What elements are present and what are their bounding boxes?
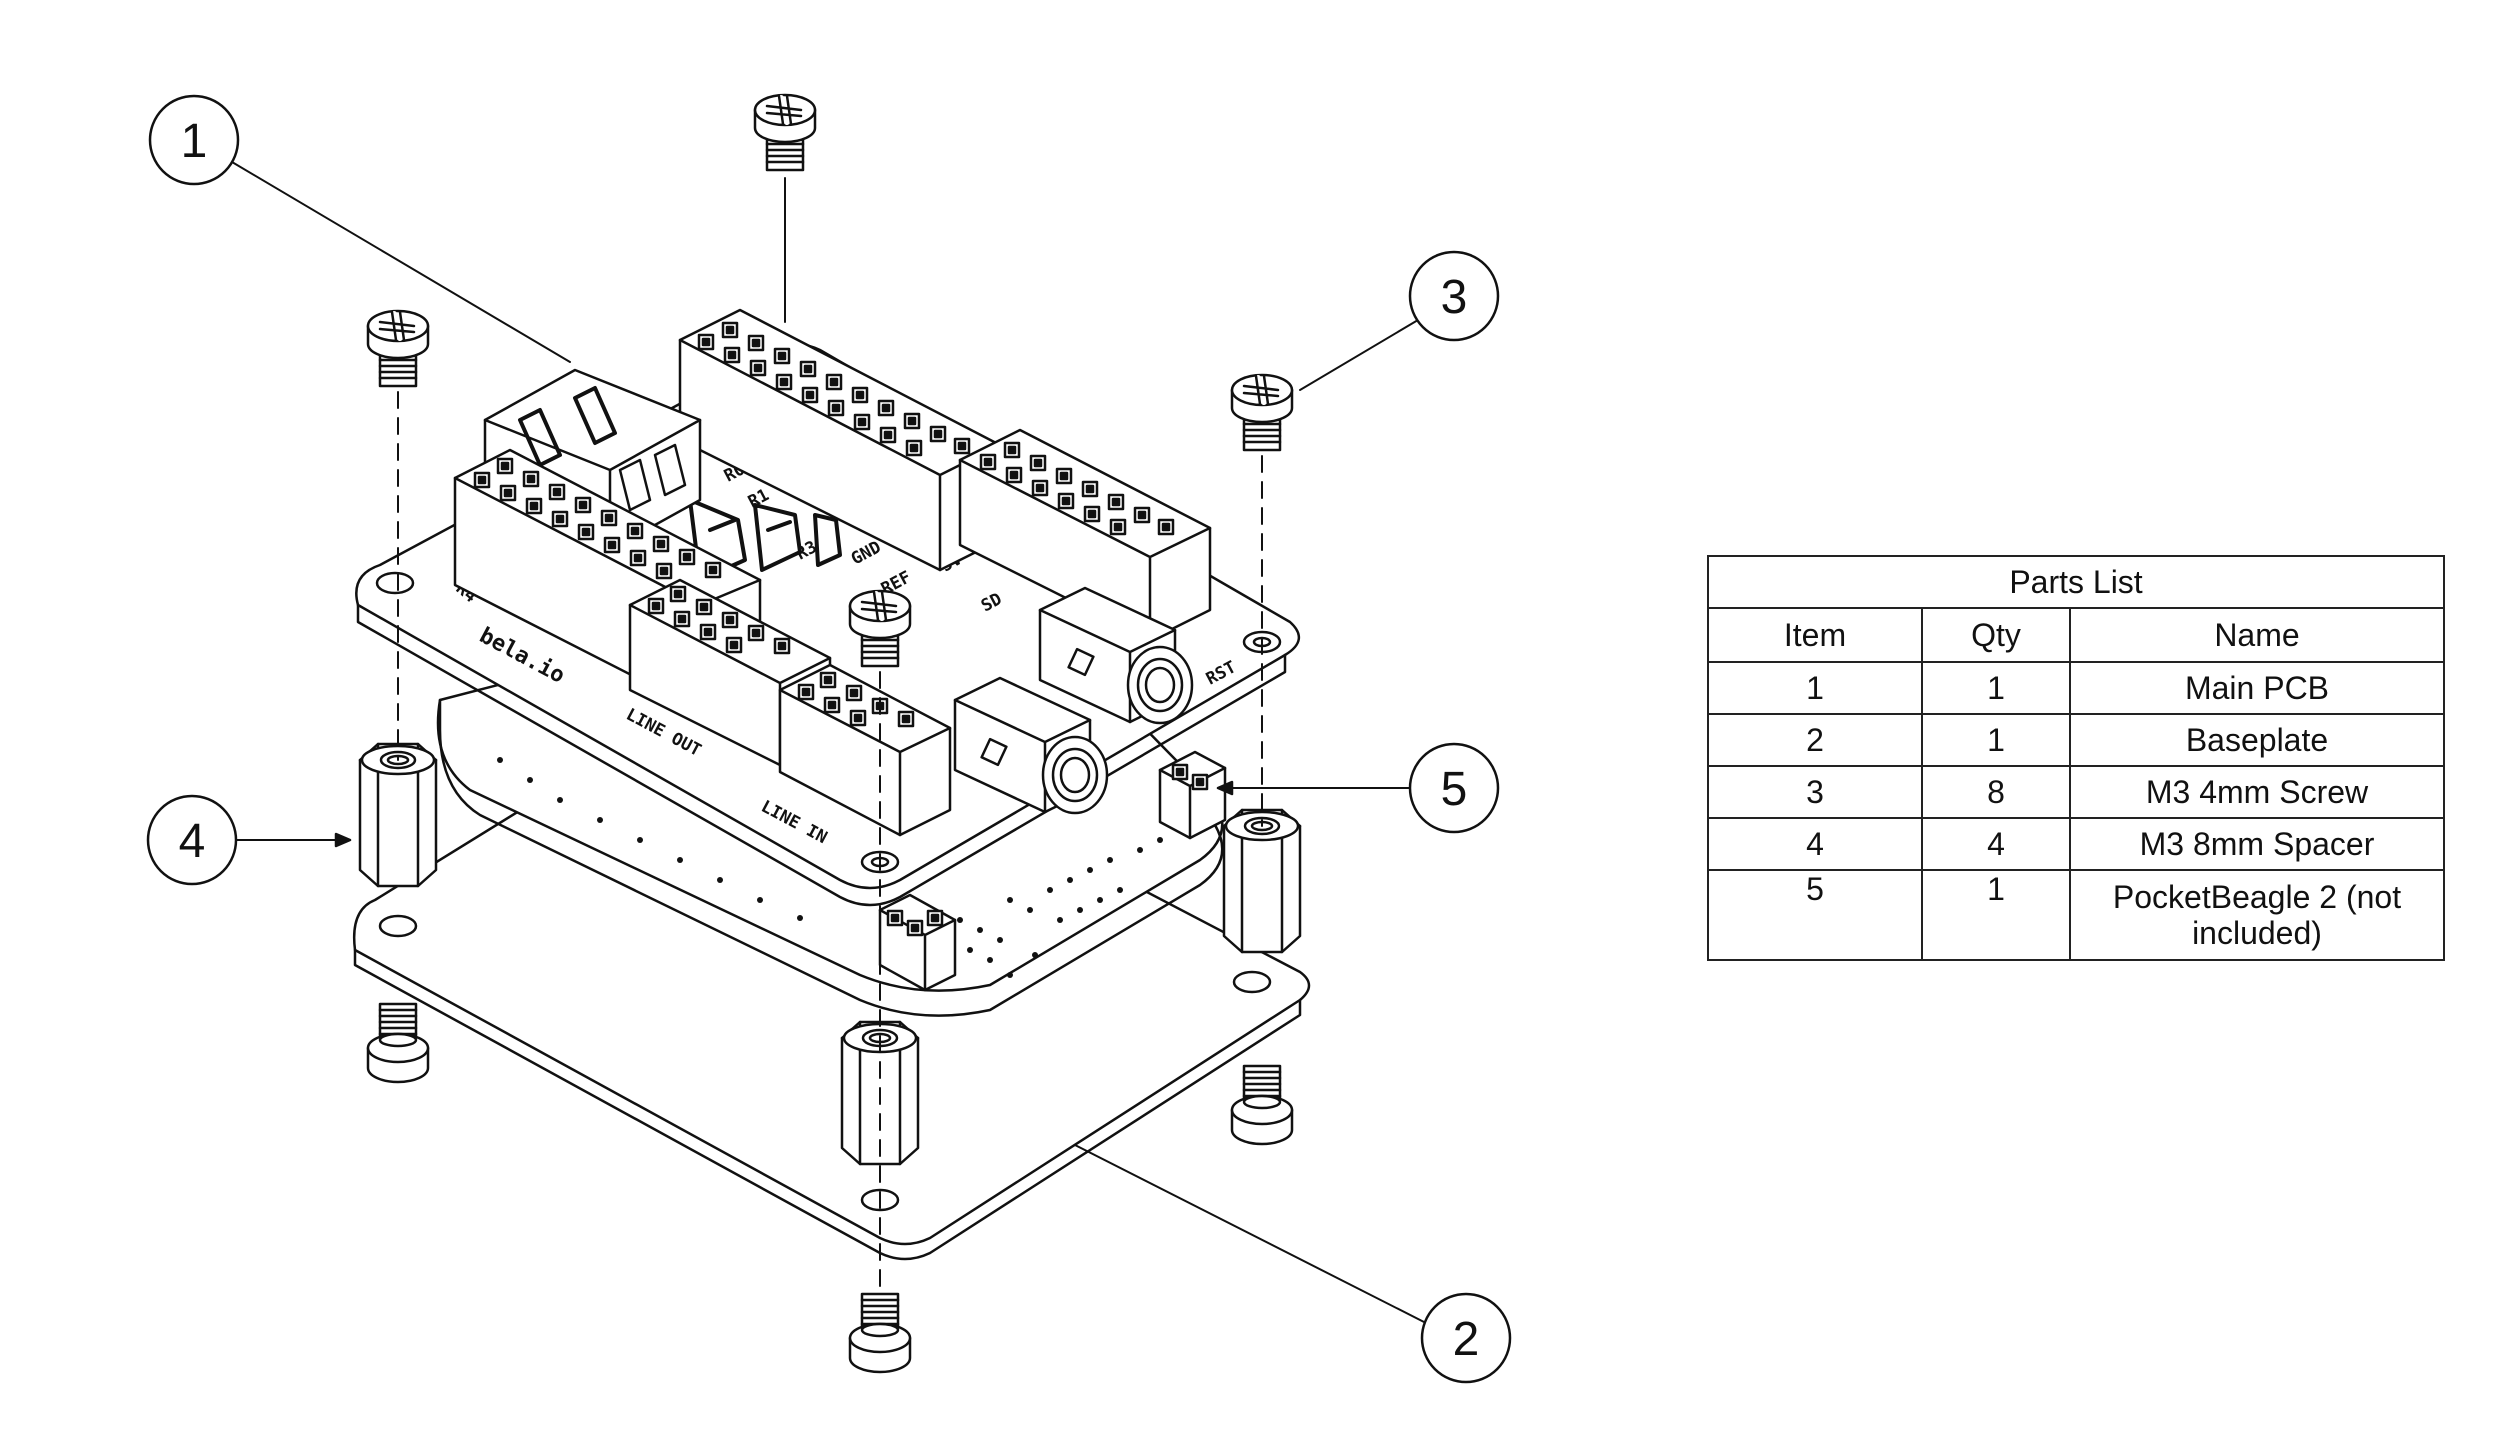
cell-name: M3 4mm Screw (2069, 765, 2445, 819)
cell-name: Main PCB (2069, 661, 2445, 715)
cell-name: M3 8mm Spacer (2069, 817, 2445, 871)
callout-4-label: 4 (179, 815, 206, 868)
pocketbeagle-small-header (1158, 750, 1227, 840)
baseplate-hole-right (1232, 970, 1272, 994)
table-row: 4 4 M3 8mm Spacer (1707, 817, 2445, 871)
parts-list-title: Parts List (1707, 555, 2445, 609)
screw-top-left (368, 311, 428, 386)
callout-5: 5 (1216, 742, 1500, 834)
baseplate-hole-left (378, 914, 418, 938)
column-header-qty: Qty (1921, 607, 2071, 663)
callout-2: 2 (1074, 1144, 1512, 1384)
table-row: 3 8 M3 4mm Screw (1707, 765, 2445, 819)
callout-3: 3 (1299, 250, 1500, 391)
cell-name: PocketBeagle 2 (not included) (2069, 869, 2445, 961)
screw-bottom-right (1230, 1064, 1294, 1146)
cell-name: Baseplate (2069, 713, 2445, 767)
callout-5-label: 5 (1441, 763, 1468, 816)
callout-1-label: 1 (181, 115, 208, 168)
main-pcb: bela.io LINE OUT LINE IN GND REF 5V SD R… (355, 308, 1300, 907)
assembly-axes (397, 177, 1263, 1291)
callout-3-label: 3 (1441, 271, 1468, 324)
parts-list-title-row: Parts List (1707, 555, 2445, 609)
cell-item: 1 (1707, 661, 1923, 715)
header-line-in (778, 663, 952, 837)
callout-4: 4 (146, 794, 352, 886)
cell-qty: 1 (1921, 713, 2071, 767)
baseplate-hole-front (860, 1188, 900, 1212)
table-row: 1 1 Main PCB (1707, 661, 2445, 715)
bela-logo (688, 498, 842, 582)
spacer-right (1222, 808, 1302, 954)
column-header-name: Name (2069, 607, 2445, 663)
column-header-item: Item (1707, 607, 1923, 663)
screw-top-right (1232, 375, 1292, 450)
cell-qty: 8 (1921, 765, 2071, 819)
spacer-left (358, 742, 438, 888)
audio-jack-left (953, 676, 1109, 815)
callout-2-label: 2 (1453, 1313, 1480, 1366)
cell-qty: 1 (1921, 661, 2071, 715)
parts-list-header-row: Item Qty Name (1707, 607, 2445, 663)
cell-item: 4 (1707, 817, 1923, 871)
table-row: 5 1 PocketBeagle 2 (not included) (1707, 869, 2445, 961)
cell-qty: 4 (1921, 817, 2071, 871)
screw-top-back (755, 95, 815, 170)
cell-item: 3 (1707, 765, 1923, 819)
table-row: 2 1 Baseplate (1707, 713, 2445, 767)
screw-bottom-left (366, 1002, 430, 1084)
screw-bottom-front (848, 1292, 912, 1374)
cell-item: 5 (1707, 869, 1923, 961)
cell-qty: 1 (1921, 869, 2071, 961)
pcb-hole-left (375, 571, 415, 595)
parts-list-table: Parts List Item Qty Name 1 1 Main PCB 2 … (1707, 555, 2445, 961)
cell-item: 2 (1707, 713, 1923, 767)
pcb-hole-front (860, 850, 900, 874)
callout-1: 1 (148, 94, 571, 363)
audio-jack-right (1038, 586, 1194, 725)
